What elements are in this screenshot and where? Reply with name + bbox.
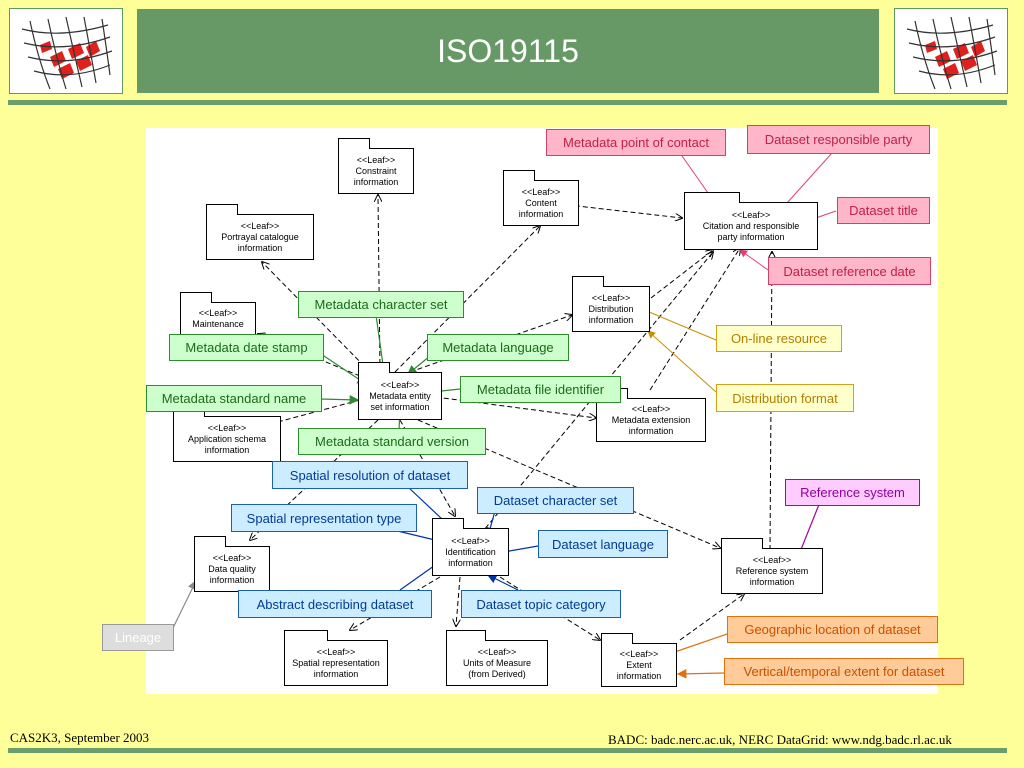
callout-dataset-title: Dataset title (837, 197, 930, 224)
callout-online-resource: On-line resource (716, 325, 842, 352)
callout-lineage: Lineage (102, 624, 174, 651)
logo-left (9, 8, 123, 94)
logo-right (894, 8, 1008, 94)
callout-metadata-standard-version: Metadata standard version (298, 428, 486, 455)
callout-distribution-format: Distribution format (716, 384, 854, 412)
callout-dataset-responsible-party: Dataset responsible party (747, 125, 930, 154)
callout-metadata-character-set: Metadata character set (298, 291, 464, 318)
grid-logo-icon (906, 16, 998, 90)
callout-metadata-file-identifier: Metadata file identifier (460, 376, 621, 403)
callout-metadata-point-of-contact: Metadata point of contact (546, 129, 726, 156)
callout-dataset-topic-category: Dataset topic category (461, 590, 621, 618)
callout-metadata-standard-name: Metadata standard name (146, 385, 322, 412)
callout-dataset-language: Dataset language (538, 530, 668, 558)
callout-vertical-temporal-extent: Vertical/temporal extent for dataset (724, 658, 964, 685)
footer-right: BADC: badc.nerc.ac.uk, NERC DataGrid: ww… (608, 732, 952, 747)
top-rule (8, 100, 1007, 105)
callout-reference-system: Reference system (785, 479, 920, 506)
package-units-of-measure: <<Leaf>>Units of Measure(from Derived) (446, 630, 548, 686)
callout-spatial-representation-type: Spatial representation type (231, 504, 417, 532)
callout-abstract-describing-dataset: Abstract describing dataset (238, 590, 432, 618)
callout-metadata-language: Metadata language (427, 334, 569, 361)
callout-dataset-reference-date: Dataset reference date (768, 257, 931, 285)
callout-metadata-date-stamp: Metadata date stamp (169, 334, 324, 361)
bottom-rule (8, 748, 1007, 753)
footer-left: CAS2K3, September 2003 (10, 730, 150, 745)
slide-title: ISO19115 (137, 9, 879, 93)
callout-geographic-location: Geographic location of dataset (727, 616, 938, 643)
grid-logo-icon (21, 16, 113, 90)
title-text: ISO19115 (437, 32, 579, 69)
callout-dataset-character-set: Dataset character set (477, 487, 634, 514)
callout-spatial-resolution: Spatial resolution of dataset (272, 461, 468, 489)
package-maintenance: <<Leaf>>Maintenance (180, 292, 256, 336)
